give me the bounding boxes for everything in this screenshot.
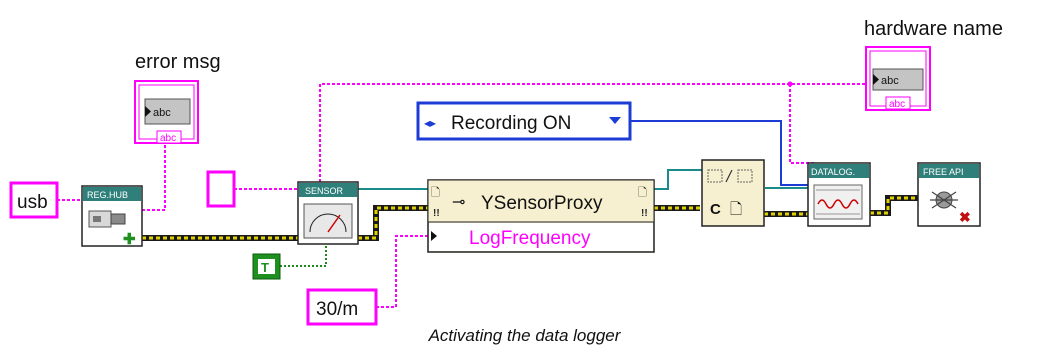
error-out-icon: !! [641, 208, 648, 219]
recording-enum-value: Recording ON [451, 113, 571, 134]
error-wire [142, 195, 918, 241]
write-arrow-icon [431, 231, 437, 241]
property-node-property: LogFrequency [469, 228, 591, 249]
add-icon: ✚ [123, 231, 136, 248]
usb-value: usb [17, 192, 48, 213]
property-node-class: YSensorProxy [481, 193, 603, 214]
reghub-vi[interactable]: REG.HUB ✚ [81, 185, 143, 248]
datalogger-title: DATALOG. [811, 167, 855, 177]
frequency-constant[interactable]: 30/m [306, 288, 378, 326]
recording-enum-constant[interactable]: ◂▸ Recording ON [416, 101, 632, 141]
error-in-icon: !! [433, 208, 440, 219]
frequency-value: 30/m [316, 299, 358, 320]
refnum-convert-icon [707, 169, 753, 183]
wire-property-refnum [654, 169, 702, 190]
sensor-vi[interactable]: SENSOR [297, 181, 359, 245]
free-api-vi[interactable]: FREE API ✖ [917, 162, 981, 227]
wire-bool-const [280, 246, 327, 267]
free-api-title: FREE API [923, 167, 964, 177]
dropdown-arrow-icon[interactable] [609, 117, 621, 124]
usb-constant[interactable]: usb [9, 181, 59, 219]
bool-value: T [261, 260, 269, 275]
wire-junction [787, 81, 793, 87]
hardware-name-indicator[interactable]: abc abc [865, 46, 931, 111]
datalogger-vi[interactable]: DATALOG. [807, 162, 871, 227]
wire-recording-enum [630, 120, 808, 186]
error-msg-label: error msg [135, 51, 221, 73]
close-reference-node[interactable]: C 🗋 [701, 159, 765, 227]
property-node[interactable]: 🗋 !! ⊸ YSensorProxy 🗋 !! LogFrequency [427, 179, 655, 253]
class-c-icon: C [710, 201, 721, 218]
wires [57, 81, 918, 308]
refnum-out-icon: 🗋 [638, 187, 647, 199]
waveform-icon [813, 184, 863, 220]
input-arrow-icon [145, 106, 151, 117]
error-msg-indicator[interactable]: abc abc [134, 80, 199, 144]
bool-true-constant[interactable]: T [252, 253, 281, 280]
delete-icon: ✖ [959, 209, 971, 225]
hardware-name-label: hardware name [864, 18, 1003, 40]
sensor-title: SENSOR [305, 186, 344, 196]
usb-plug-icon [88, 210, 126, 228]
figure-caption: Activating the data logger [428, 326, 621, 345]
wire-freq-to-property [376, 235, 428, 308]
wire-branch-to-datalogger [789, 84, 815, 164]
refnum-in-icon: 🗋 [431, 187, 440, 199]
gauge-icon [303, 203, 353, 239]
reghub-title: REG.HUB [87, 190, 128, 200]
document-icon: 🗋 [730, 201, 742, 218]
indicator-type-text: abc [153, 107, 171, 119]
bug-icon [930, 191, 958, 209]
key-icon: ⊸ [452, 194, 465, 211]
input-arrow-icon [873, 74, 879, 85]
indicator-type-text: abc [881, 75, 899, 87]
string-type-glyph: abc [889, 99, 905, 110]
empty-string-control[interactable] [206, 170, 236, 208]
wire-sensor-to-hardware-name [319, 83, 875, 182]
enum-arrows-icon: ◂▸ [424, 116, 436, 130]
wire-reghub-to-errormsg [142, 140, 166, 211]
string-type-glyph: abc [160, 133, 176, 144]
